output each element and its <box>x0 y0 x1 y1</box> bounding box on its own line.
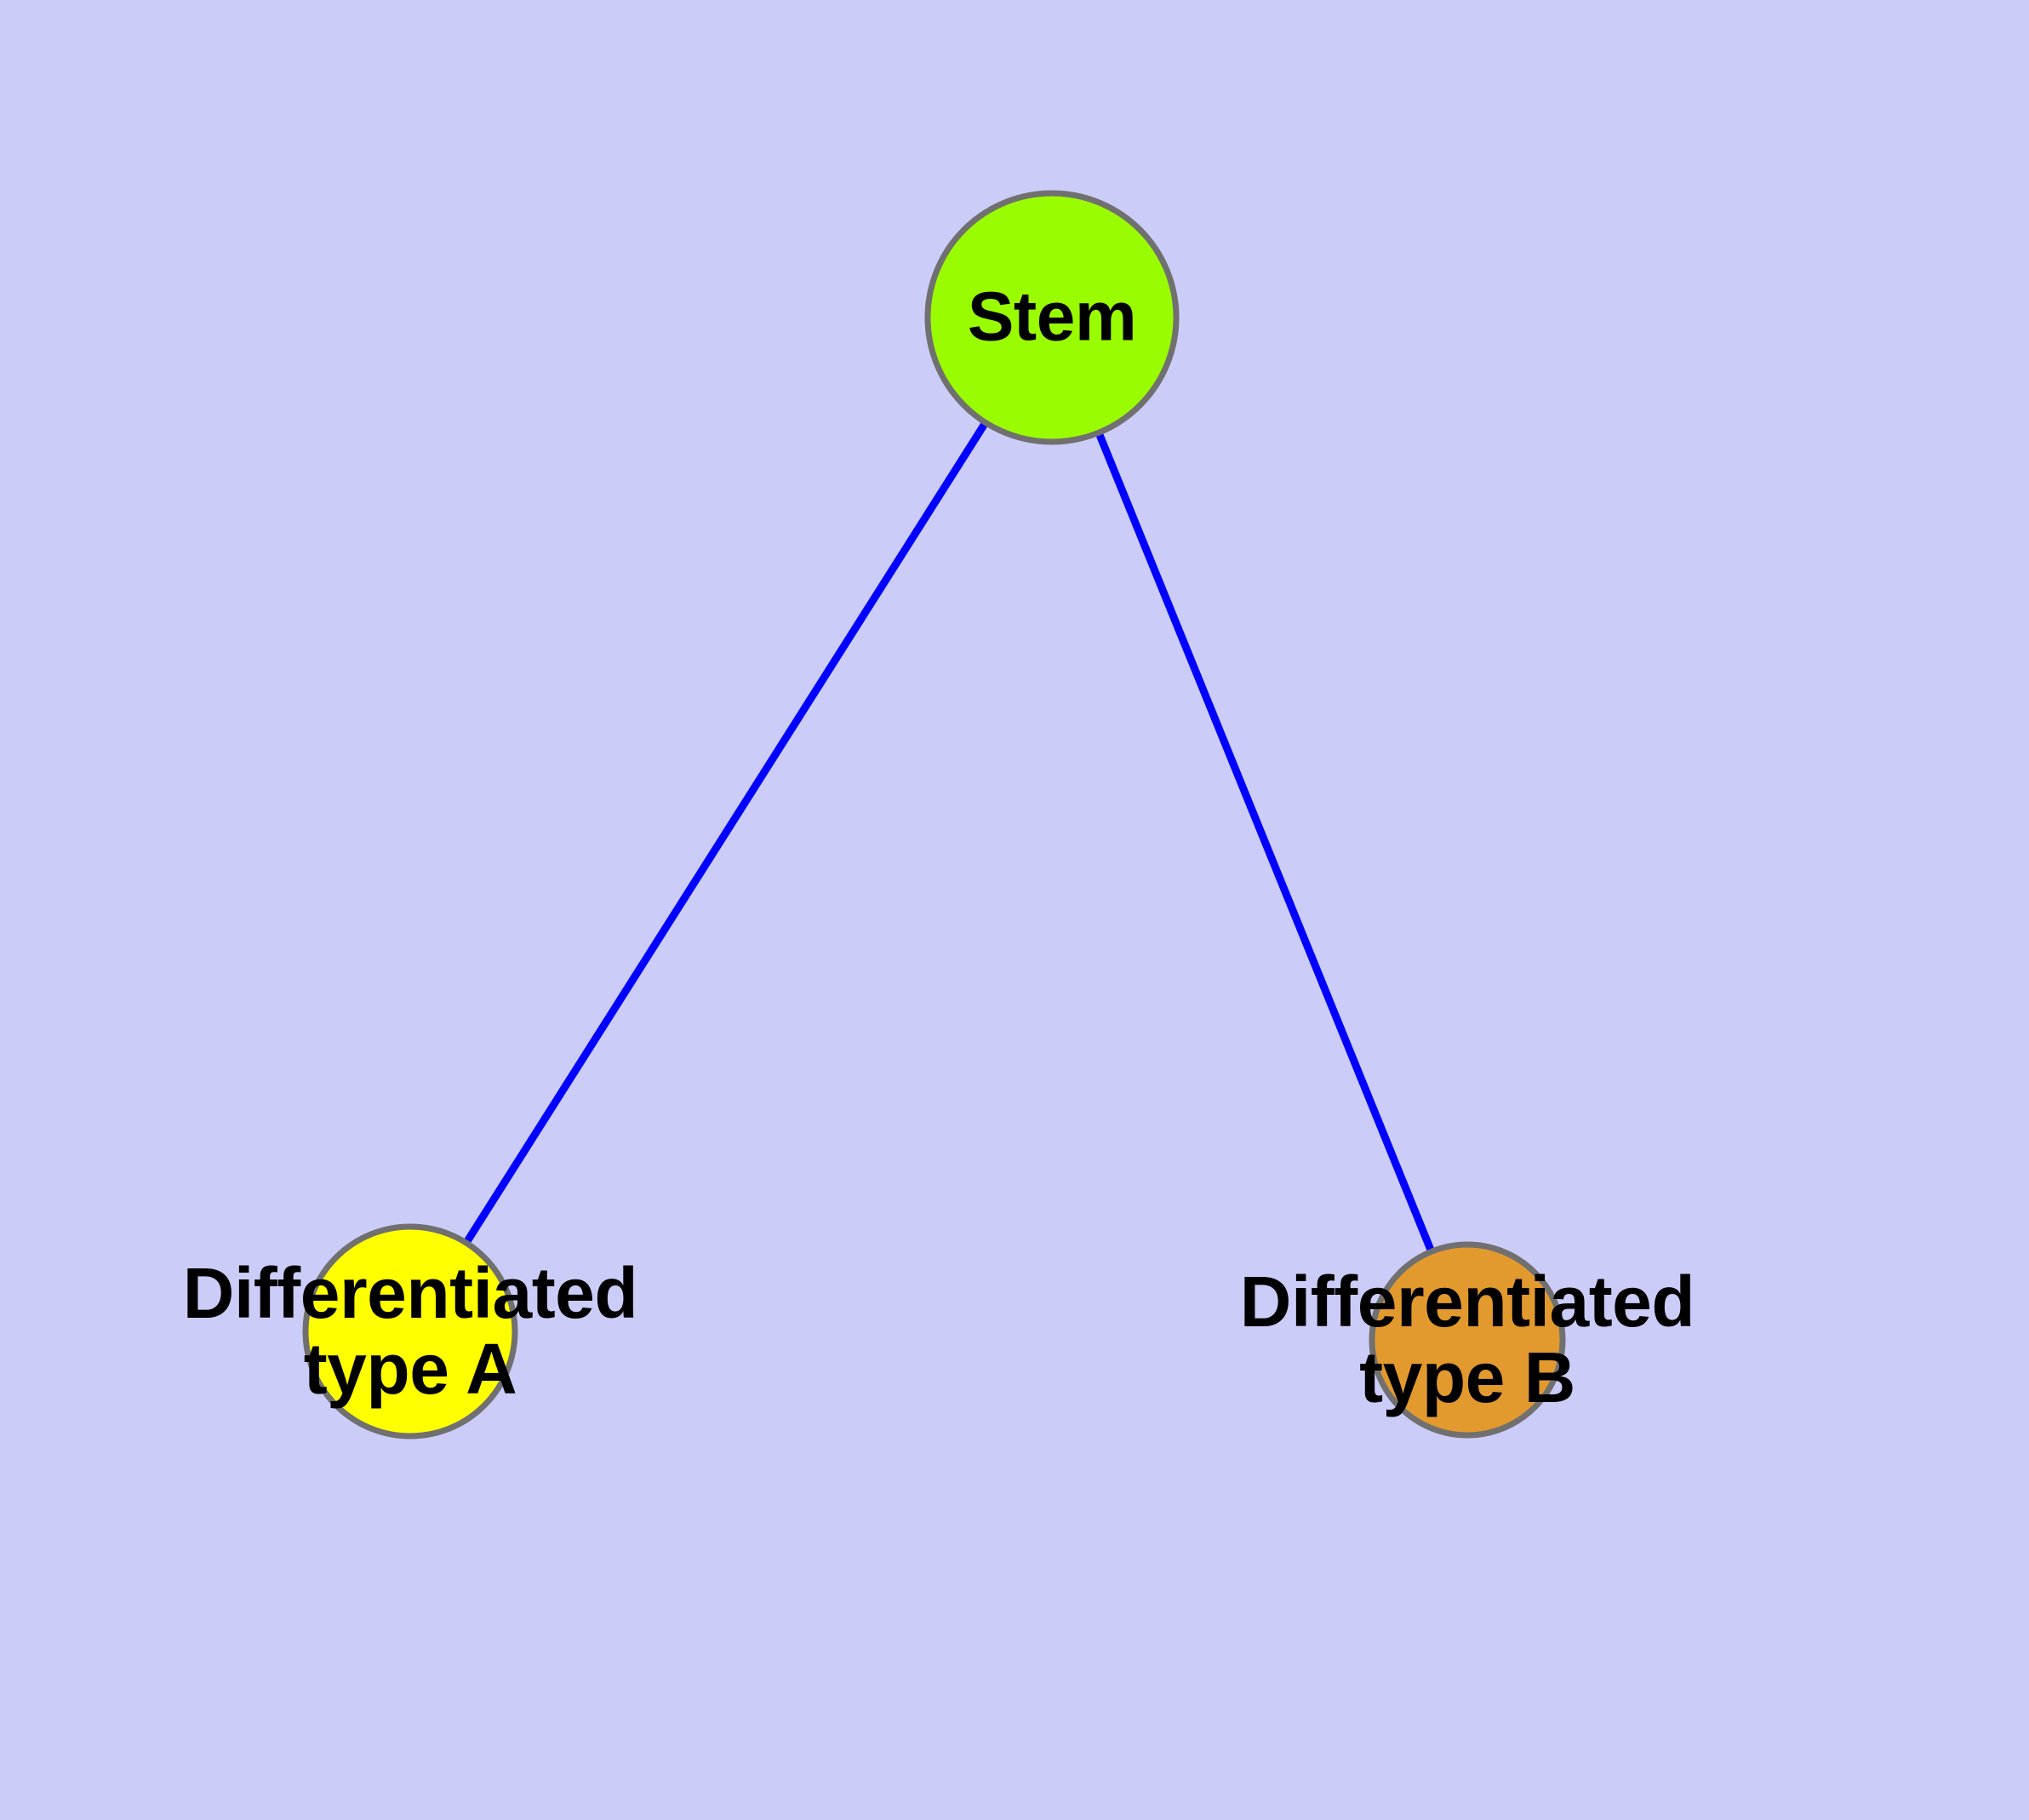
node-stem[interactable] <box>924 190 1180 445</box>
node-differentiated-type-b[interactable] <box>1369 1241 1566 1439</box>
node-layer <box>302 190 1566 1439</box>
edge-layer <box>464 421 1435 1252</box>
edge-stem-to-differentiated-type-b <box>1095 432 1435 1252</box>
edge-stem-to-differentiated-type-a <box>464 421 988 1244</box>
node-differentiated-type-a[interactable] <box>302 1223 518 1439</box>
